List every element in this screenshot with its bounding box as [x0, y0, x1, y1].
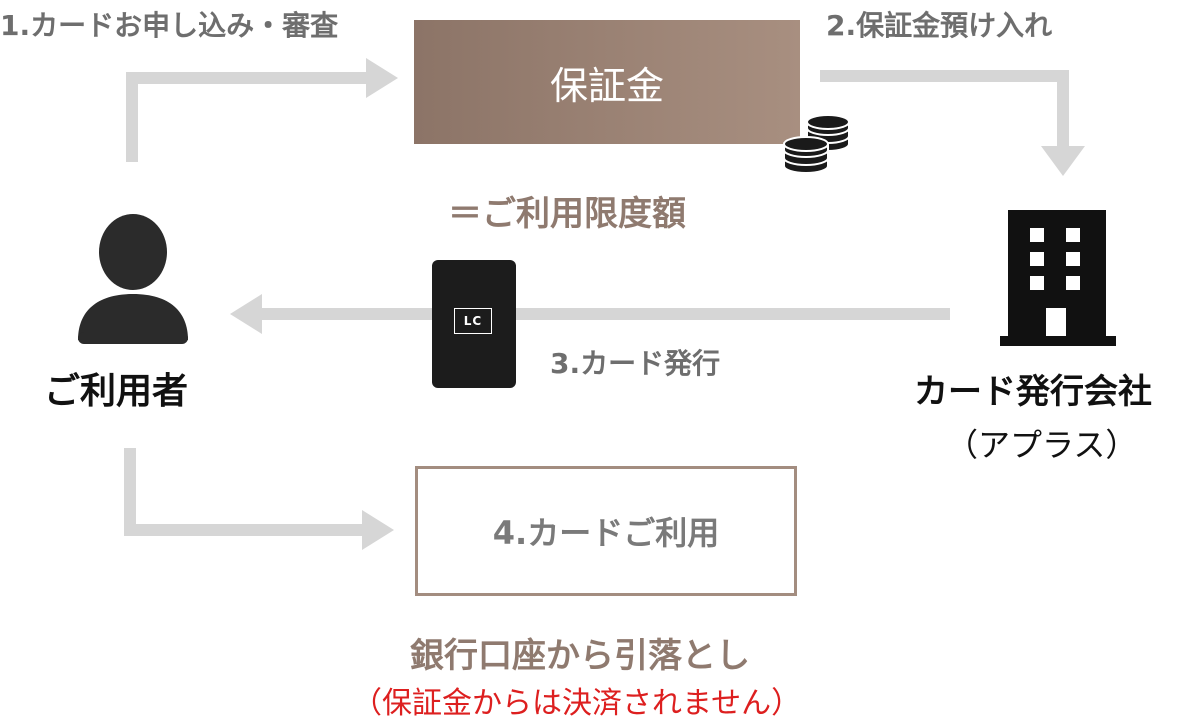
- step4-label: 4.カードご利用: [492, 514, 720, 552]
- bank-debit-label: 銀行口座から引落とし: [410, 636, 750, 676]
- card-logo: LC: [454, 308, 492, 334]
- deposit-label: 保証金: [549, 63, 664, 108]
- step3-label: 3.カード発行: [550, 347, 721, 380]
- coins-icon: [783, 114, 850, 174]
- credit-limit-note: ＝ご利用限度額: [448, 194, 686, 234]
- arrow-card-issue: [230, 294, 950, 334]
- user-icon: [78, 214, 188, 344]
- arrow-application: [126, 58, 398, 162]
- building-icon: [1000, 210, 1116, 346]
- deposit-box: 保証金: [414, 20, 800, 144]
- deposit-not-used-note: （保証金からは決済されません）: [352, 686, 802, 721]
- usage-box: 4.カードご利用: [415, 466, 797, 596]
- step1-label: 1.カードお申し込み・審査: [0, 9, 339, 42]
- company-label: カード発行会社: [914, 372, 1152, 412]
- user-label: ご利用者: [44, 371, 189, 412]
- company-sub-label: （アプラス）: [946, 426, 1138, 464]
- card-icon: LC: [432, 260, 516, 388]
- step2-label: 2.保証金預け入れ: [826, 9, 1053, 42]
- arrow-deposit: [820, 70, 1085, 176]
- arrow-usage: [124, 448, 394, 550]
